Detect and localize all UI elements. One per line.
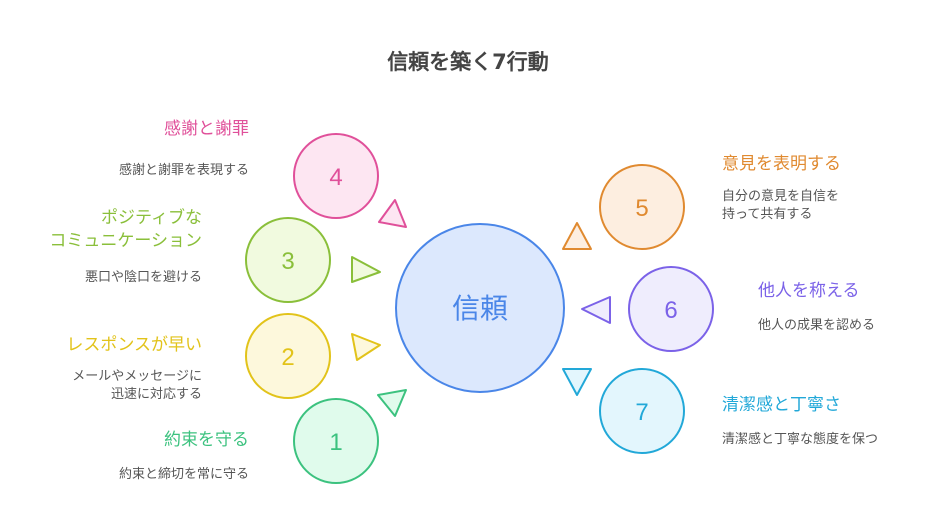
center-label: 信頼: [452, 292, 508, 325]
item-7-title: 清潔感と丁寧さ: [722, 395, 841, 415]
item-5-title: 意見を表明する: [722, 154, 841, 174]
number-6: 6: [664, 297, 677, 324]
item-6-description: 他人の成果を認める: [758, 318, 876, 333]
arrow-triangle-4: [378, 199, 407, 228]
number-1: 1: [329, 429, 342, 456]
circle-7: [599, 368, 685, 454]
item-5-description-line-1: 自分の意見を自信を: [722, 189, 840, 204]
item-2-title: レスポンスが早い: [66, 335, 202, 355]
arrow-triangle-2: [351, 333, 381, 361]
item-4-description: 感謝と謝罪を表現する: [118, 163, 249, 178]
arrow-triangle-7: [562, 368, 592, 396]
diagram-title: 信頼を築く7行動: [387, 50, 549, 74]
item-5-description-line-2: 持って共有する: [722, 207, 813, 222]
item-4-title: 感謝と謝罪: [164, 119, 249, 139]
number-3: 3: [281, 248, 294, 275]
circle-1: [293, 398, 379, 484]
circle-2: [245, 313, 331, 399]
circle-6: [628, 266, 714, 352]
item-3-title-line-2: コミュニケーション: [49, 231, 202, 251]
circle-5: [599, 164, 685, 250]
number-5: 5: [635, 195, 648, 222]
number-2: 2: [281, 344, 294, 371]
item-1-title: 約束を守る: [164, 430, 249, 450]
arrow-triangle-3: [351, 256, 381, 283]
item-3-description: 悪口や陰口を避ける: [84, 270, 202, 285]
circle-4: [293, 133, 379, 219]
arrow-triangle-6: [581, 296, 611, 324]
item-7-description: 清潔感と丁寧な態度を保つ: [722, 432, 879, 447]
center-circle: [395, 223, 565, 393]
arrow-triangle-1: [377, 389, 407, 417]
number-7: 7: [635, 399, 648, 426]
item-6-title: 他人を称える: [758, 281, 860, 301]
item-2-description-line-2: 迅速に対応する: [110, 387, 202, 402]
item-3-title-line-1: ポジティブな: [101, 208, 202, 228]
number-4: 4: [329, 164, 342, 191]
circle-3: [245, 217, 331, 303]
arrow-triangle-5: [562, 222, 592, 250]
item-1-description: 約束と締切を常に守る: [118, 467, 249, 482]
item-2-description-line-1: メールやメッセージに: [72, 369, 202, 384]
